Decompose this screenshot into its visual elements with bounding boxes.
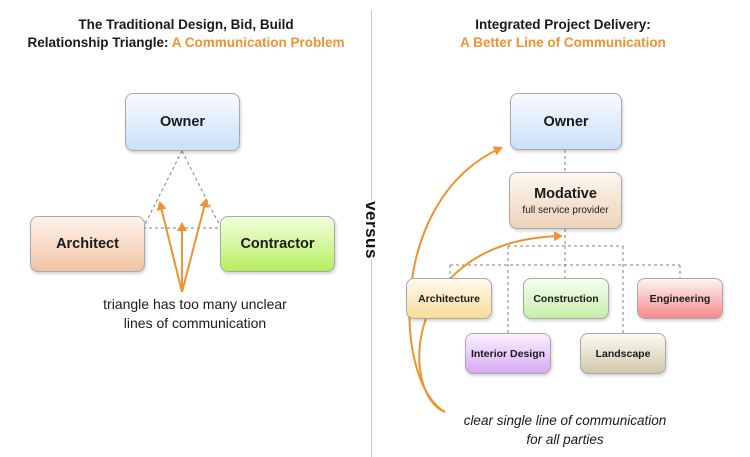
traditional-caption: triangle has too many unclear lines of c… — [60, 295, 330, 333]
left-owner-box: Owner — [125, 93, 240, 151]
interior-design-label: Interior Design — [470, 347, 546, 360]
traditional-title-highlight: A Communication Problem — [171, 35, 345, 50]
traditional-title-prefix: Relationship Triangle: — [27, 35, 172, 50]
right-owner-label: Owner — [543, 113, 589, 130]
engineering-label: Engineering — [649, 292, 711, 305]
architecture-box: Architecture — [406, 278, 492, 319]
construction-label: Construction — [533, 292, 599, 305]
ipd-title-highlight: A Better Line of Communication — [460, 35, 666, 50]
ipd-title: Integrated Project Delivery: A Better Li… — [376, 16, 750, 52]
architect-label: Architect — [56, 236, 119, 252]
triangle-line-owner-contractor — [181, 150, 222, 229]
contractor-label: Contractor — [240, 236, 315, 252]
landscape-box: Landscape — [580, 333, 666, 374]
ipd-caption-line1: clear single line of communication — [463, 413, 667, 428]
landscape-label: Landscape — [595, 347, 651, 360]
engineering-box: Engineering — [637, 278, 723, 319]
construction-box: Construction — [523, 278, 609, 319]
ipd-caption-line2: for all parties — [526, 432, 604, 447]
traditional-title-line1: The Traditional Design, Bid, Build — [78, 17, 294, 32]
traditional-title-line2: Relationship Triangle: A Communication P… — [0, 34, 372, 52]
triangle-line-owner-architect — [142, 150, 183, 229]
interior-design-box: Interior Design — [465, 333, 551, 374]
versus-label: versus — [360, 200, 382, 260]
left-arrow-3 — [181, 198, 210, 293]
traditional-caption-line1: triangle has too many unclear — [103, 296, 287, 312]
right-arrow-to-modative — [418, 231, 563, 413]
traditional-caption-line2: lines of communication — [123, 315, 267, 331]
modative-box: Modative full service provider — [509, 172, 622, 229]
traditional-title: The Traditional Design, Bid, Build Relat… — [0, 16, 372, 52]
right-owner-box: Owner — [510, 93, 622, 150]
modative-label: Modative — [534, 185, 597, 202]
modative-sublabel: full service provider — [522, 204, 609, 216]
architect-box: Architect — [30, 216, 145, 272]
ipd-caption: clear single line of communication for a… — [440, 411, 690, 449]
ipd-title-line1: Integrated Project Delivery: — [475, 17, 651, 32]
left-owner-label: Owner — [159, 114, 206, 130]
left-arrow-1 — [156, 201, 183, 293]
architecture-label: Architecture — [418, 292, 480, 305]
contractor-box: Contractor — [220, 216, 335, 272]
